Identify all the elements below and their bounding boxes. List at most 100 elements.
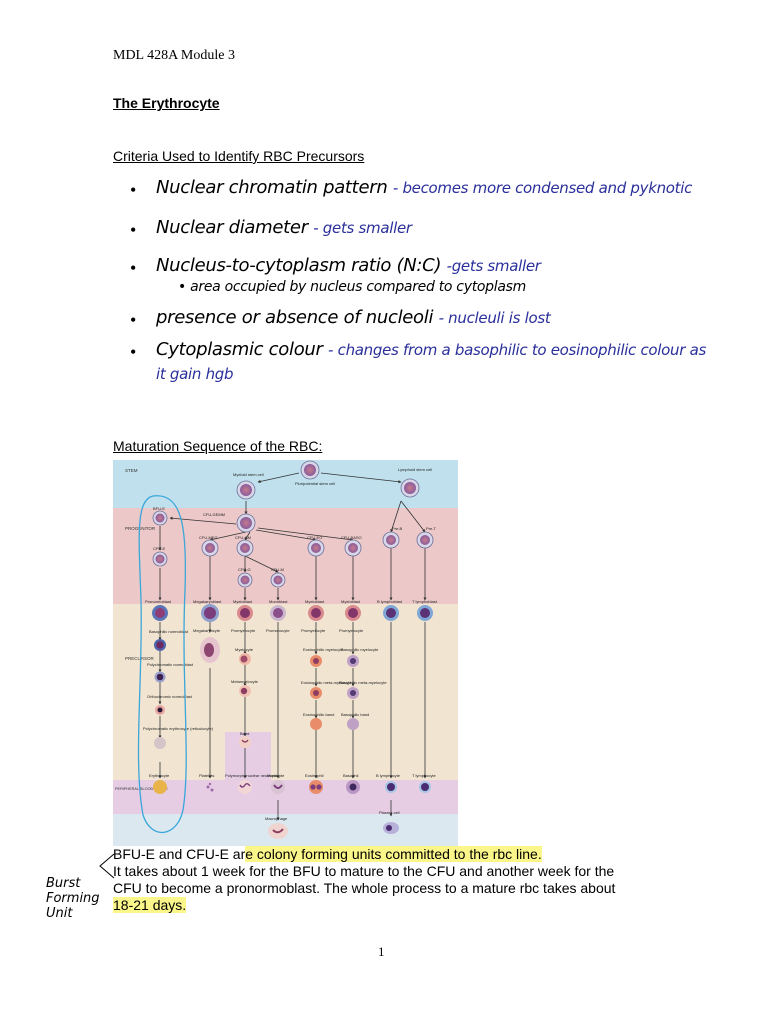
label-pre-t: Pre-T [426,526,437,531]
peripheral-zone [113,780,458,814]
label-b-lymphocyte: B lymphocyte [376,773,401,778]
label-cfu-meg: CFU-MEG [199,535,218,540]
label-myeloblast: Myeloblast [233,599,253,604]
label-pre-b: Pre-B [392,526,403,531]
bullet-icon: • [130,258,137,278]
page-title: The Erythrocyte [113,95,220,111]
label-megakaryocyte: Megakaryocyte [193,628,221,633]
label-promyelocyte: Promyelocyte [231,628,256,633]
label-eos-myelocyte: Eosinophilic myelocyte [303,647,344,652]
label-baso-metamyelocyte: Basophilic meta-myelocyte [339,680,387,685]
label-myeloid-stem: Myeloid stem cell [233,472,264,477]
bottom-line: CFU to become a pronormoblast. The whole… [113,880,616,896]
margin-note-line: Burst [46,876,81,891]
margin-note-line: Unit [46,906,73,921]
label-myeloblast-baso: Myeloblast [341,599,361,604]
margin-note: Burst Forming Unit [46,876,100,921]
handdrawn-loop [137,495,187,834]
criteria-item-text: Nuclear diameter [156,217,308,238]
pointer-line [99,853,115,879]
label-cfu-gemm: CFU-GEMM [203,512,225,517]
criteria-item-subnote: • area occupied by nucleus compared to c… [178,279,526,295]
label-monocyte: Monocyte [267,773,285,778]
criteria-item: • Nucleus-to-cytoplasm ratio (N:C) -gets… [130,254,750,306]
criteria-item: • presence or absence of nucleoli - nucl… [130,306,750,338]
criteria-item-note: - changes from a basophilic to eosinophi… [156,341,706,383]
criteria-item: • Cytoplasmic colour - changes from a ba… [130,338,750,386]
zone-label-peripheral: PERIPHERAL BLOOD TISSUE [115,787,168,791]
label-promonocyte: Promonocyte [266,628,290,633]
highlighted-text: 18-21 days. [113,897,187,913]
label-t-lymphocyte: T lymphocyte [412,773,436,778]
label-monoblast: Monoblast [269,599,288,604]
bottom-line-text: BFU-E and CFU-E ar [113,846,246,862]
document-header: MDL 428A Module 3 [113,48,235,63]
label-basophilic-normoblast: Basophilic normoblast [149,629,189,634]
criteria-item-text: Cytoplasmic colour [156,339,323,360]
progenitor-zone [113,508,458,604]
stem-cells [152,460,434,588]
label-promyelocyte-eo: Promyelocyte [301,628,326,633]
label-eosinophil: Eosinophil [305,773,324,778]
criteria-list: • Nuclear chromatin pattern - becomes mo… [130,176,750,386]
label-pmn: Polymorphonuclear neutrophil [225,773,278,778]
bottom-paragraph: BFU-E and CFU-E are colony forming units… [113,846,673,914]
highlighted-text: e colony forming units committed to the … [245,846,542,862]
zone-label-progenitor: PROGENITOR [125,526,156,531]
criteria-item-note: -gets smaller [446,257,541,275]
label-cfu-g: CFU-G [238,567,251,572]
label-myelocyte: Myelocyte [235,647,254,652]
label-eos-metamyelocyte: Eosinophilic meta-myelocyte [301,680,352,685]
label-bfu-e: BFU-E [153,506,165,511]
criteria-item-note: - nucleuli is lost [438,309,551,327]
label-myeloblast-eo: Myeloblast [305,599,325,604]
label-baso-myelocyte: Basophilic myelocyte [341,647,379,652]
label-promyelocyte-baso: Promyelocyte [339,628,364,633]
label-metamyelocyte: Metamyelocyte [231,679,259,684]
lineage-arrows [158,472,427,821]
bottom-line: It takes about 1 week for the BFU to mat… [113,863,615,879]
label-macrophage: Macrophage [265,816,288,821]
maturation-diagram-svg: STEM PROGENITOR PRECURSOR PERIPHERAL BLO… [113,460,458,846]
label-polychromatic-erythrocyte: Polychromatic erythrocyte (reticulocyte) [143,726,214,731]
bullet-icon: • [130,342,137,362]
label-platelets: Platelets [199,773,214,778]
label-pronormoblast: Pronormoblast [145,599,172,604]
label-orthochromic-normoblast: Orthochromic normoblast [147,694,193,699]
label-baso-band: Basophilic band [341,712,369,717]
precursor-zone [113,604,458,780]
zone-label-stem: STEM [125,468,138,473]
label-cfu-eo: CFU-EO [307,535,322,540]
label-plasma-cell: Plasma cell [379,810,400,815]
label-eos-band: Eosinophilic band [303,712,334,717]
bullet-icon: • [130,310,137,330]
zone-label-precursor: PRECURSOR [125,656,155,661]
criteria-item-text: Nuclear chromatin pattern [156,177,388,198]
label-b-lymphoblast: B lymphoblast [377,599,403,604]
page-number: 1 [378,944,385,959]
margin-note-line: Forming [46,891,100,906]
bullet-icon: • [130,180,137,200]
label-cfu-e: CFU-E [153,546,166,551]
label-cfu-gm: CFU-GM [235,535,251,540]
criteria-heading: Criteria Used to Identify RBC Precursors [113,148,365,164]
criteria-item-text: presence or absence of nucleoli [156,307,434,328]
bottom-line: 18-21 days. [113,897,673,914]
label-t-lymphoblast: T lymphoblast [412,599,438,604]
maturation-diagram: STEM PROGENITOR PRECURSOR PERIPHERAL BLO… [113,460,458,846]
label-basophil: Basophil [343,773,358,778]
criteria-item-text: Nucleus-to-cytoplasm ratio (N:C) [156,255,442,276]
label-cfu-m: CFU-M [271,567,284,572]
criteria-item: • Nuclear diameter - gets smaller [130,216,750,254]
criteria-item: • Nuclear chromatin pattern - becomes mo… [130,176,750,216]
label-cfu-baso: CFU-BASO [341,535,362,540]
bottom-line: BFU-E and CFU-E are colony forming units… [113,846,673,863]
label-erythrocyte: Erythrocyte [149,773,170,778]
cell-labels: Myeloid stem cell Pluripotential stem ce… [143,467,438,821]
label-lymphoid-stem: Lymphoid stem cell [398,467,432,472]
precursor-cells [152,604,433,794]
bullet-icon: • [130,220,137,240]
label-polychromatic-normoblast: Polychromatic normoblast [147,662,194,667]
label-megakaryoblast: Megakaryoblast [193,599,222,604]
label-band: Band [240,731,249,736]
